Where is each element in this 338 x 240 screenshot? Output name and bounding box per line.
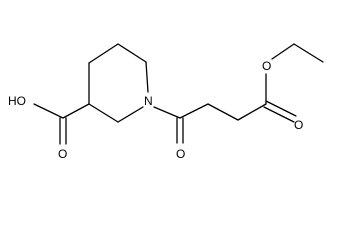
bond-o-ethyl-ch2 (271, 43, 295, 60)
piperidine-ring (88, 43, 149, 123)
chemical-structure-canvas: N HO O O O O (8, 43, 324, 161)
bond-ring-c4-c5 (88, 43, 119, 64)
bond-chain-c1-c2 (179, 103, 209, 119)
ester-alkoxy-oxygen-label: O (262, 59, 271, 73)
acid-carbonyl-oxygen-label: O (58, 147, 67, 161)
bond-ester-c-o-double-1 (265, 100, 297, 117)
ester-carbonyl-oxygen-label: O (294, 118, 303, 132)
bond-c3-acid-carbon (62, 103, 90, 119)
molecule-structure: N HO O O O O (8, 43, 324, 161)
bond-ester-c-o-double-2 (263, 106, 295, 123)
carboxylic-acid-group (33, 103, 90, 145)
bond-ethyl-ch2-ch3 (293, 43, 324, 63)
bond-chain-c2-c3 (207, 103, 239, 121)
ethyl-ester-group (263, 43, 324, 123)
bond-ring-n-c2 (117, 106, 144, 123)
bond-ring-c2-c3 (88, 103, 119, 123)
bond-ring-c5-c6 (117, 43, 147, 63)
ring-nitrogen-label: N (144, 94, 153, 108)
bond-acid-c-oh (33, 103, 64, 119)
bond-chain-c3-ester-carbon (237, 103, 267, 121)
bond-n-carbonyl-carbon (153, 106, 181, 119)
acid-hydroxyl-label: HO (8, 94, 26, 108)
amide-oxygen-label: O (176, 147, 185, 161)
acyl-chain (153, 103, 267, 144)
bond-ring-c6-n (145, 61, 149, 93)
